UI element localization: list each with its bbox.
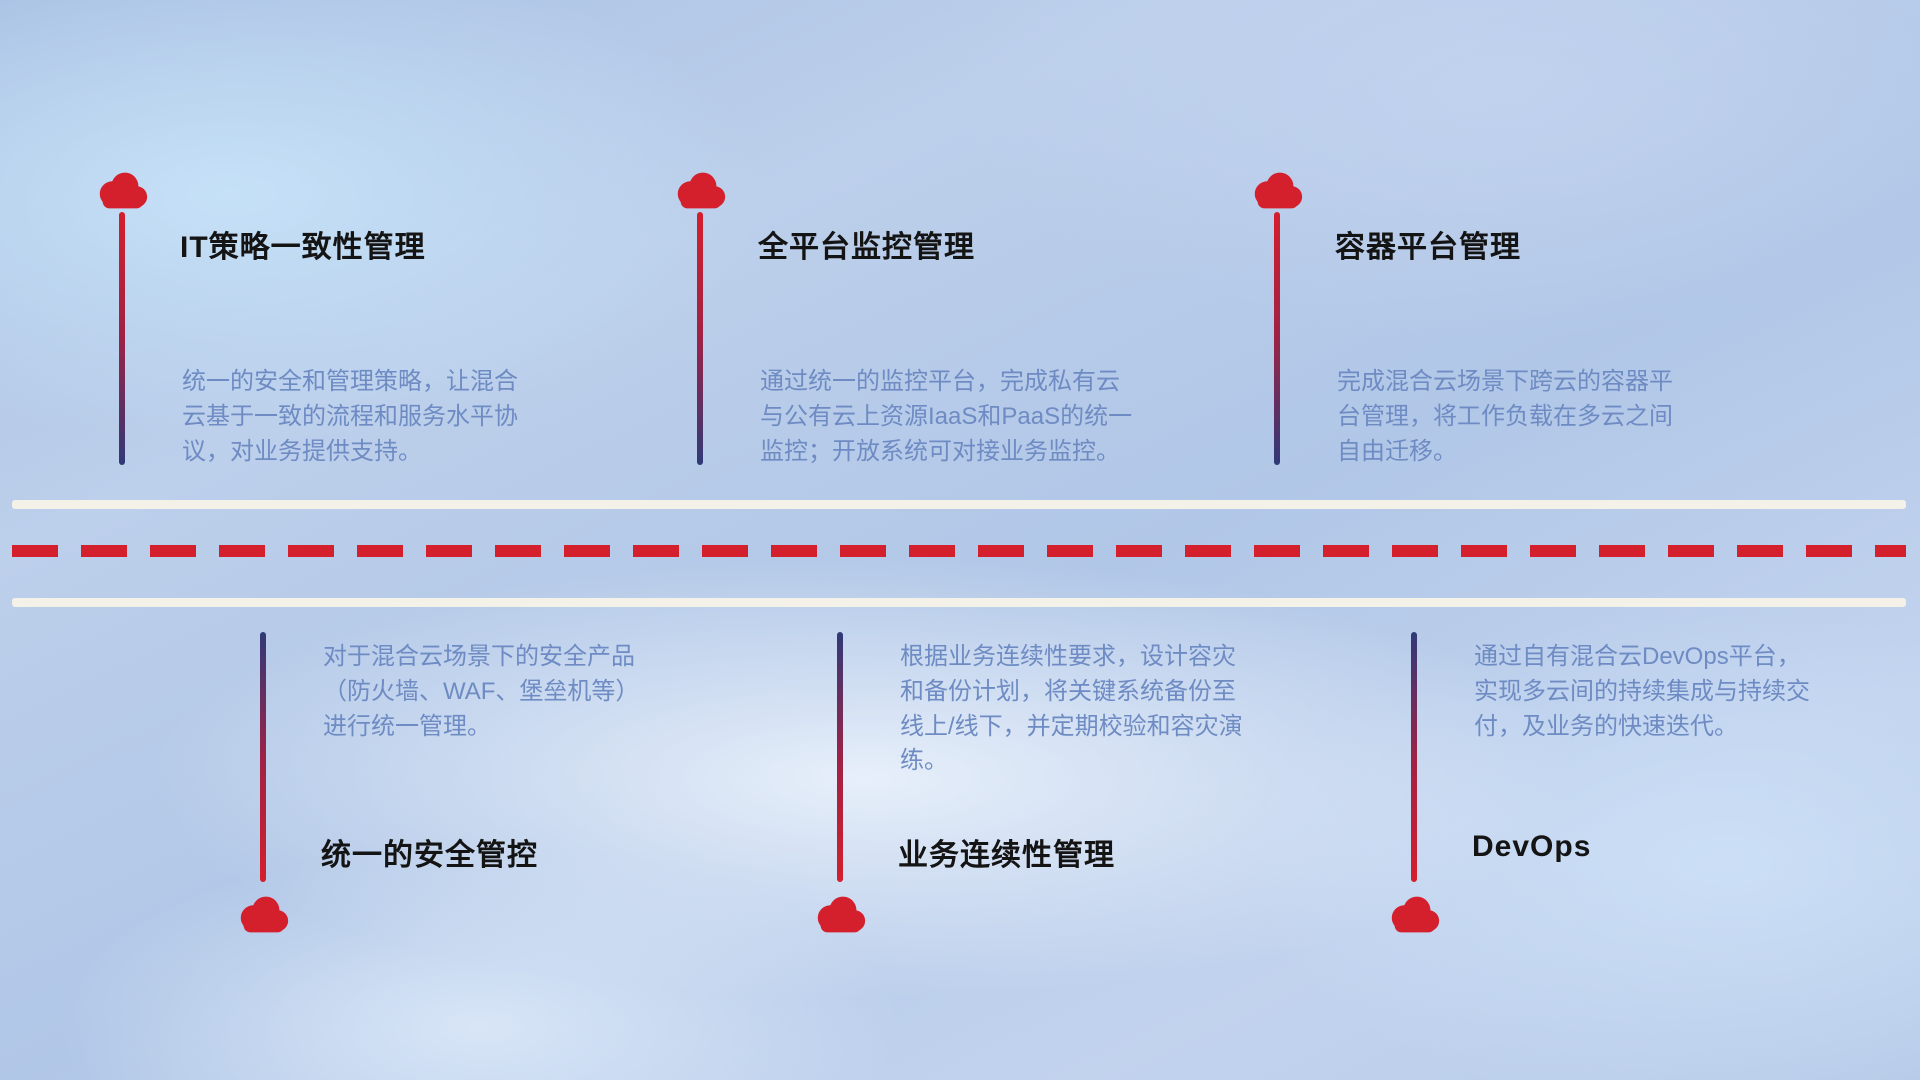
feature-description: 统一的安全和管理策略，让混合云基于一致的流程和服务水平协议，对业务提供支持。 xyxy=(182,368,518,465)
timeline-connector xyxy=(1411,632,1417,882)
feature-title: DevOps xyxy=(1472,830,1592,863)
feature-description: 通过自有混合云DevOps平台，实现多云间的持续集成与持续交付，及业务的快速迭代… xyxy=(1474,643,1810,740)
timeline-connector xyxy=(837,632,843,882)
feature-title: 统一的安全管控 xyxy=(321,839,538,872)
feature-title: 业务连续性管理 xyxy=(898,839,1115,872)
road-top-line xyxy=(12,500,1906,509)
road-bottom-line xyxy=(12,598,1906,607)
cloud-icon xyxy=(811,894,869,934)
feature-description: 根据业务连续性要求，设计容灾和备份计划，将关键系统备份至线上/线下，并定期校验和… xyxy=(900,643,1243,775)
feature-title: IT策略一致性管理 xyxy=(180,231,426,264)
cloud-icon xyxy=(1248,170,1306,210)
cloud-icon xyxy=(1385,894,1443,934)
feature-description: 通过统一的监控平台，完成私有云与公有云上资源IaaS和PaaS的统一监控；开放系… xyxy=(760,368,1133,465)
feature-description: 对于混合云场景下的安全产品（防火墙、WAF、堡垒机等）进行统一管理。 xyxy=(323,643,640,740)
timeline-connector xyxy=(260,632,266,882)
road-dashed-line xyxy=(12,545,1906,557)
cloud-icon xyxy=(234,894,292,934)
feature-title: 容器平台管理 xyxy=(1335,231,1521,264)
timeline-connector xyxy=(119,212,125,465)
timeline-connector xyxy=(697,212,703,465)
timeline-connector xyxy=(1274,212,1280,465)
feature-description: 完成混合云场景下跨云的容器平台管理，将工作负载在多云之间自由迁移。 xyxy=(1337,368,1673,465)
cloud-icon xyxy=(93,170,151,210)
cloud-icon xyxy=(671,170,729,210)
feature-title: 全平台监控管理 xyxy=(758,231,975,264)
